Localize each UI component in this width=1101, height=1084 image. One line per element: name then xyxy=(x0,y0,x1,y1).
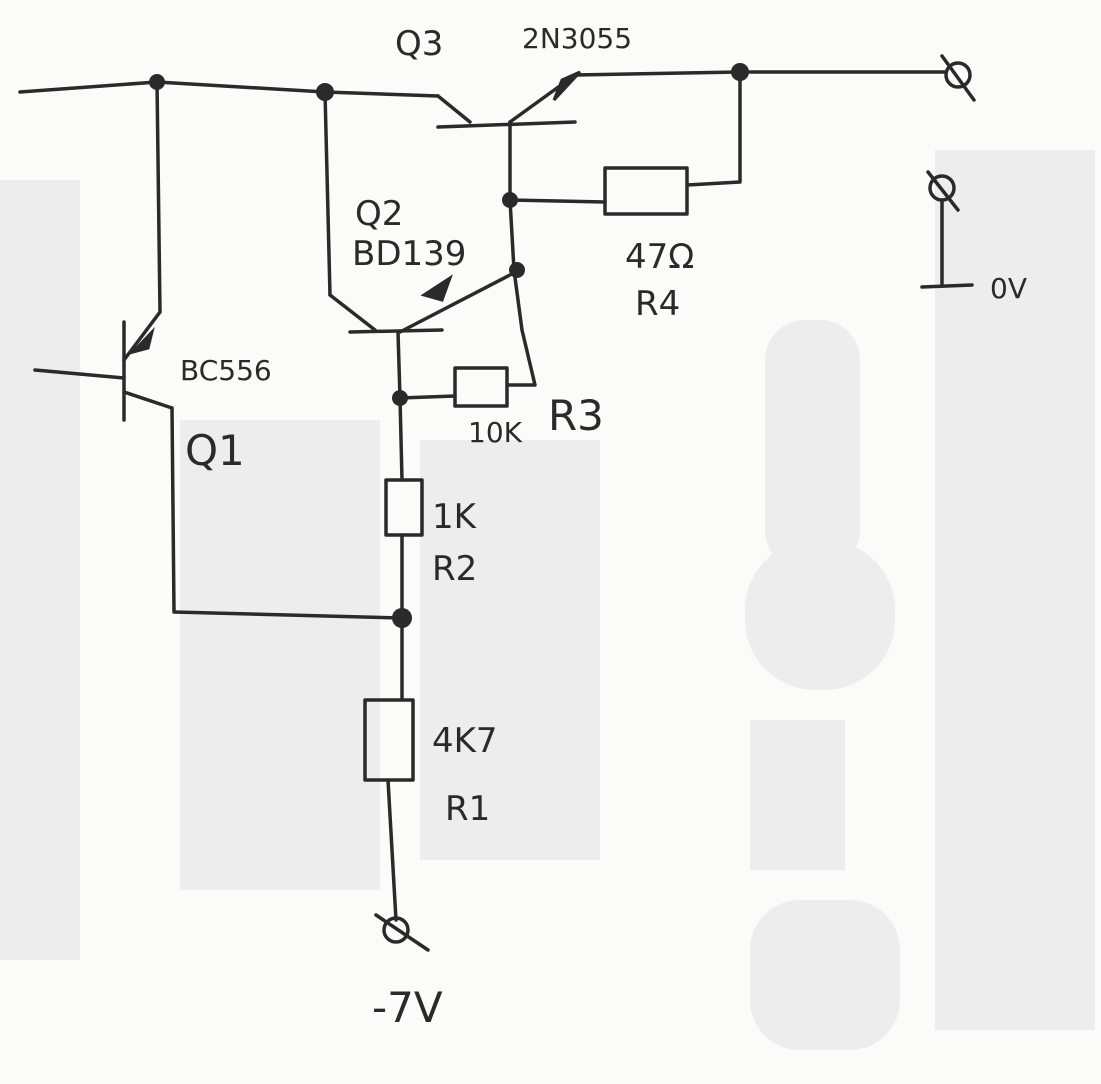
label-q1-part: BC556 xyxy=(180,354,272,387)
junction-dots xyxy=(149,63,749,628)
label-q2: Q2 xyxy=(355,194,403,234)
r3-left-wire xyxy=(398,394,457,400)
label-r3-value: 10K xyxy=(468,416,523,449)
transistor-q3 xyxy=(436,70,582,129)
q2-base-wire xyxy=(396,330,402,400)
negative-supply-terminal[interactable] xyxy=(374,913,430,952)
top-rail-wire xyxy=(18,80,440,98)
transistor-q2 xyxy=(328,273,512,334)
output-rail-wire xyxy=(573,70,947,77)
label-q3-part: 2N3055 xyxy=(522,22,632,55)
label-r3: R3 xyxy=(548,391,604,440)
label-r2-value: 1K xyxy=(432,497,478,537)
resistor-r2 xyxy=(384,478,424,537)
label-r1: R1 xyxy=(445,789,490,829)
label-q2-part: BD139 xyxy=(352,234,466,274)
resistor-r4 xyxy=(603,166,689,216)
transistor-q1 xyxy=(122,310,174,422)
q1-emitter-wire xyxy=(155,80,162,314)
r4-left-wire xyxy=(508,198,607,204)
r4-right-wire xyxy=(685,70,742,187)
q1-collector-wire xyxy=(170,406,402,620)
label-q1: Q1 xyxy=(185,426,245,475)
label-ground: 0V xyxy=(990,272,1027,305)
label-r4-value: 47Ω xyxy=(625,237,694,277)
paper-show-through xyxy=(0,150,1095,1050)
label-r4: R4 xyxy=(635,284,680,324)
output-terminal[interactable] xyxy=(940,54,976,102)
resistor-r3 xyxy=(453,366,509,408)
q1-base-wire xyxy=(33,368,126,380)
label-supply: -7V xyxy=(372,983,443,1032)
label-r2: R2 xyxy=(432,549,477,589)
ground-terminal[interactable] xyxy=(920,170,974,289)
r3-right-wire xyxy=(506,268,537,387)
q2-collector-wire xyxy=(323,90,332,297)
label-q3: Q3 xyxy=(395,24,443,64)
r2-top-wire xyxy=(398,396,404,482)
supply-wire xyxy=(386,778,398,922)
label-r1-value: 4K7 xyxy=(432,721,498,761)
